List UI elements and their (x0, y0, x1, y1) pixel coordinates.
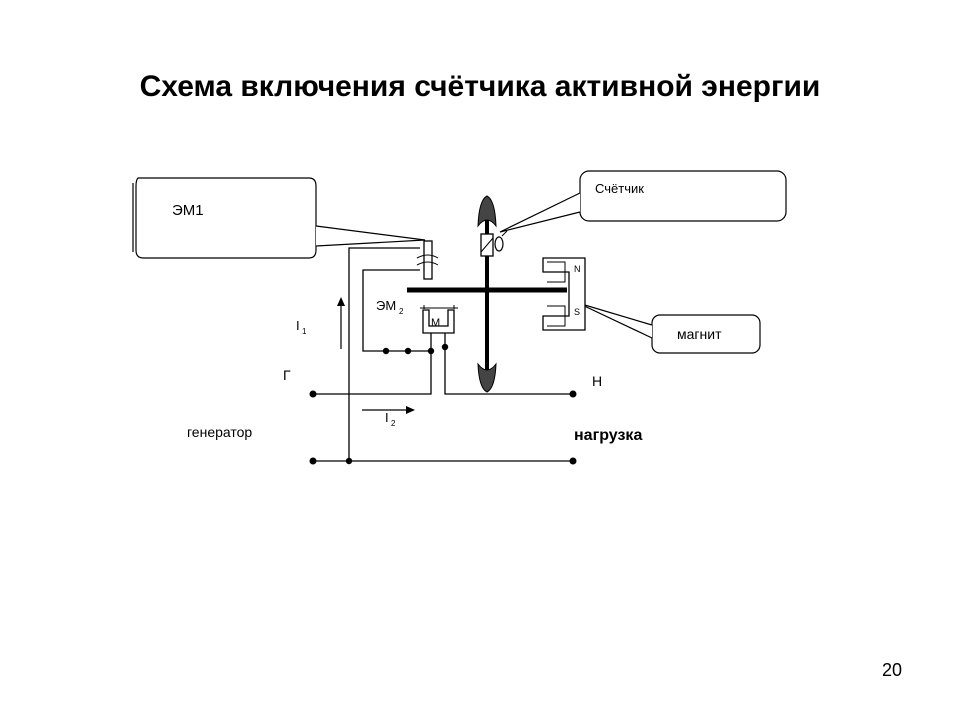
callout-magnet-text: магнит (677, 326, 722, 342)
meter-shaft (477, 195, 497, 393)
load-label: нагрузка (574, 427, 642, 444)
em2-label: ЭМ (376, 298, 396, 313)
callout-counter-text: Счётчик (595, 181, 644, 196)
em2-label-sub: 2 (399, 307, 404, 316)
counter-mechanism (480, 230, 508, 257)
pole-s-label: S (574, 307, 580, 317)
circuit-wires (313, 247, 573, 462)
generator-label: генератор (187, 424, 252, 440)
brake-magnet: N S (542, 257, 586, 331)
junction-dots (309, 343, 577, 465)
i1-label-sub: 1 (302, 327, 307, 336)
electromagnet-em1 (416, 240, 439, 280)
em2-coil-label: М (431, 317, 440, 329)
callout-em1: ЭМ1 (132, 177, 426, 259)
page-number: 20 (881, 660, 902, 680)
terminal-g-label: Г (283, 367, 291, 383)
callout-counter: Счётчик (499, 170, 787, 233)
pole-n-label: N (574, 264, 581, 274)
i1-label: I (296, 318, 300, 333)
i2-label: I (385, 410, 389, 425)
i2-label-sub: 2 (391, 419, 396, 428)
current-arrow-i1 (337, 297, 345, 349)
slide-title: Схема включения счётчика активной энерги… (139, 70, 821, 103)
terminal-n-label: Н (592, 373, 602, 389)
electromagnet-em2: М (420, 305, 458, 334)
callout-em1-text: ЭМ1 (172, 202, 204, 219)
current-arrow-i2 (362, 406, 415, 414)
callout-magnet: магнит (577, 302, 761, 354)
